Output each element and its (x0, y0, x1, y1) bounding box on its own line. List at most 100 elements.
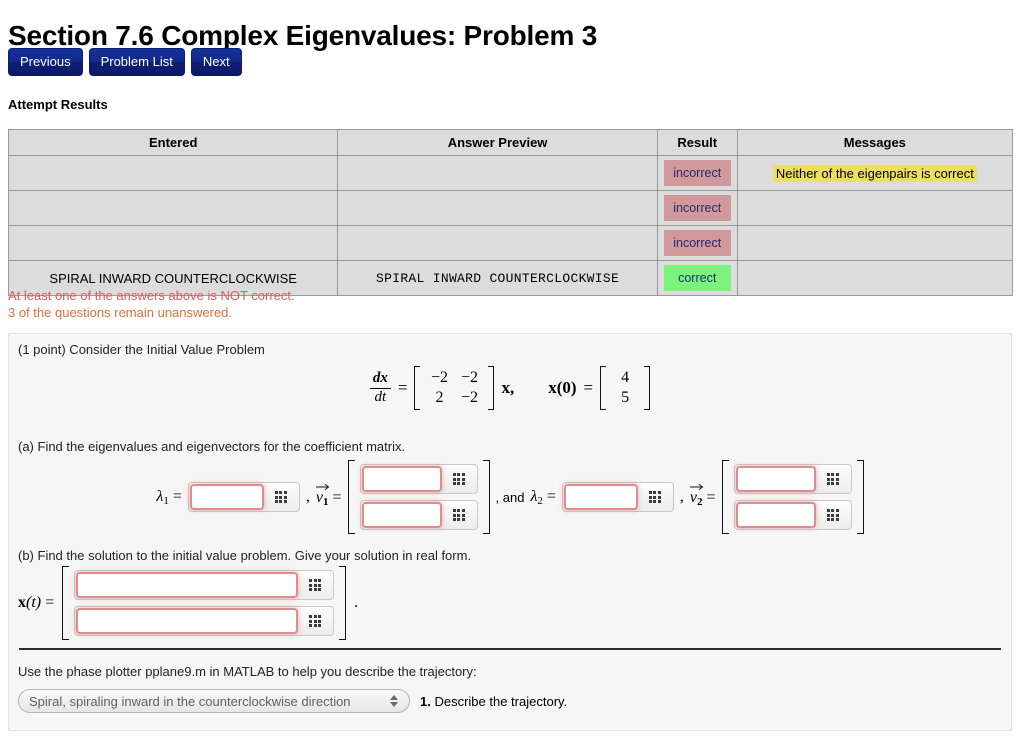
keypad-grid-icon-button[interactable] (442, 502, 476, 528)
keypad-grid-icon-button[interactable] (298, 608, 332, 634)
matrix-body: −2 −2 2 −2 (420, 366, 488, 410)
xt-component2-widget[interactable] (74, 606, 335, 636)
v-subscript: 1 (323, 495, 329, 508)
equals-sign: = (332, 488, 342, 506)
v-subscript: 2 (697, 495, 703, 508)
problem-intro-text: (1 point) Consider the Initial Value Pro… (18, 342, 265, 357)
keypad-grid-icon (826, 473, 839, 485)
v2-vector-body (729, 460, 857, 534)
lambda1-input[interactable] (189, 484, 264, 510)
v2-component2-input[interactable] (735, 502, 816, 528)
question-number: 1. (420, 693, 431, 709)
bracket-left (721, 460, 729, 534)
section-divider (19, 648, 1001, 650)
keypad-grid-icon (648, 491, 661, 503)
lambda1-answer-widget[interactable] (187, 482, 300, 512)
initial-condition-label: x(0) (548, 378, 577, 397)
v1-component2-widget[interactable] (359, 500, 478, 530)
status-badge-incorrect: incorrect (663, 230, 731, 256)
cell-answer-preview (338, 191, 658, 226)
matrix-row: 4 (610, 368, 640, 388)
keypad-grid-icon (452, 473, 465, 485)
bracket-left (347, 460, 355, 534)
fraction-denominator: dt (374, 388, 387, 405)
column-header-messages: Messages (737, 130, 1012, 156)
keypad-grid-icon-button[interactable] (298, 572, 332, 598)
cell-entered: SPIRAL INWARD COUNTERCLOCKWISE (9, 261, 339, 295)
lambda2-input[interactable] (563, 484, 638, 510)
keypad-grid-icon-button[interactable] (816, 466, 850, 492)
vector-arrow-icon (689, 483, 704, 490)
v1-label: v1 = (315, 483, 342, 508)
trailing-period: . (354, 594, 359, 611)
lambda1-label: λ1 = (156, 488, 181, 507)
v1-vector-brackets (347, 460, 490, 534)
vector-arrow-wrapper: v2 (689, 483, 704, 508)
lambda-symbol: λ (530, 487, 538, 505)
xt-component2-input[interactable] (76, 608, 299, 634)
message-text: Neither of the eigenpairs is correct (772, 164, 977, 182)
part-b-prompt: (b) Find the solution to the initial val… (18, 548, 472, 563)
xt-component1-widget[interactable] (74, 570, 335, 600)
keypad-grid-icon-button[interactable] (816, 502, 850, 528)
cell-messages (737, 191, 1012, 226)
column-header-entered: Entered (9, 130, 339, 156)
trajectory-select-wrapper[interactable]: Spiral, spiraling inward in the counterc… (18, 689, 410, 713)
keypad-grid-icon (274, 491, 287, 503)
xt-component1-input[interactable] (76, 572, 299, 598)
equals-sign: = (172, 487, 182, 505)
keypad-grid-icon-button[interactable] (442, 466, 476, 492)
question-text: Describe the trajectory. (434, 693, 568, 709)
lambda2-answer-widget[interactable] (561, 482, 674, 512)
equals-sign: = (546, 487, 556, 505)
equals-sign: = (45, 594, 55, 611)
vector-body: 4 5 (606, 366, 644, 410)
phase-plotter-text: Use the phase plotter pplane9.m in MATLA… (18, 664, 477, 679)
cell-messages (737, 226, 1012, 261)
equals-sign: = (397, 378, 408, 397)
keypad-grid-icon (452, 509, 465, 521)
derivative-fraction: dx dt (369, 370, 391, 406)
problem-list-button[interactable]: Problem List (88, 48, 185, 76)
equals-sign: = (583, 378, 594, 397)
v1-component2-input[interactable] (361, 502, 442, 528)
bracket-left (600, 366, 607, 410)
bracket-right (482, 460, 490, 534)
separator-comma: , (679, 488, 684, 505)
keypad-grid-icon (309, 615, 322, 627)
previous-button[interactable]: Previous (8, 48, 83, 76)
cell-result: correct (657, 261, 738, 295)
v2-component2-widget[interactable] (733, 500, 852, 530)
trajectory-select[interactable]: Spiral, spiraling inward in the counterc… (18, 689, 410, 713)
keypad-grid-icon-button[interactable] (264, 484, 298, 510)
t-argument: (t) (26, 594, 42, 611)
and-connector-text: , and (495, 489, 525, 505)
matrix-row: 5 (610, 388, 640, 408)
bracket-left (62, 566, 70, 640)
attempt-results-table: Entered Answer Preview Result Messages i… (8, 129, 1013, 296)
bracket-right (488, 366, 495, 410)
matrix-cell: −2 (460, 389, 478, 406)
cell-result: incorrect (657, 191, 738, 226)
v-symbol: v (689, 488, 698, 506)
matrix-cell: −2 (460, 369, 478, 386)
v2-component1-input[interactable] (735, 466, 816, 492)
v1-vector-body (355, 460, 483, 534)
initial-condition: x(0) = 4 5 (548, 366, 651, 410)
x-symbol: x (18, 594, 26, 611)
next-button[interactable]: Next (190, 48, 242, 76)
xt-label: x(t) = (18, 594, 54, 612)
v1-component1-widget[interactable] (359, 464, 478, 494)
v1-component1-input[interactable] (361, 466, 442, 492)
keypad-grid-icon-button[interactable] (638, 484, 672, 510)
v2-component1-widget[interactable] (733, 464, 852, 494)
lambda-subscript: 2 (537, 494, 543, 507)
matrix-cell: 2 (435, 389, 444, 406)
initial-value-problem-equation: dx dt = −2 −2 2 −2 (9, 366, 1011, 410)
status-badge-correct: correct (663, 265, 731, 291)
part-b-answer-row: x(t) = (18, 566, 358, 640)
lambda-subscript: 1 (163, 494, 169, 507)
bracket-left (414, 366, 421, 410)
matrix-row: −2 −2 (424, 368, 484, 388)
